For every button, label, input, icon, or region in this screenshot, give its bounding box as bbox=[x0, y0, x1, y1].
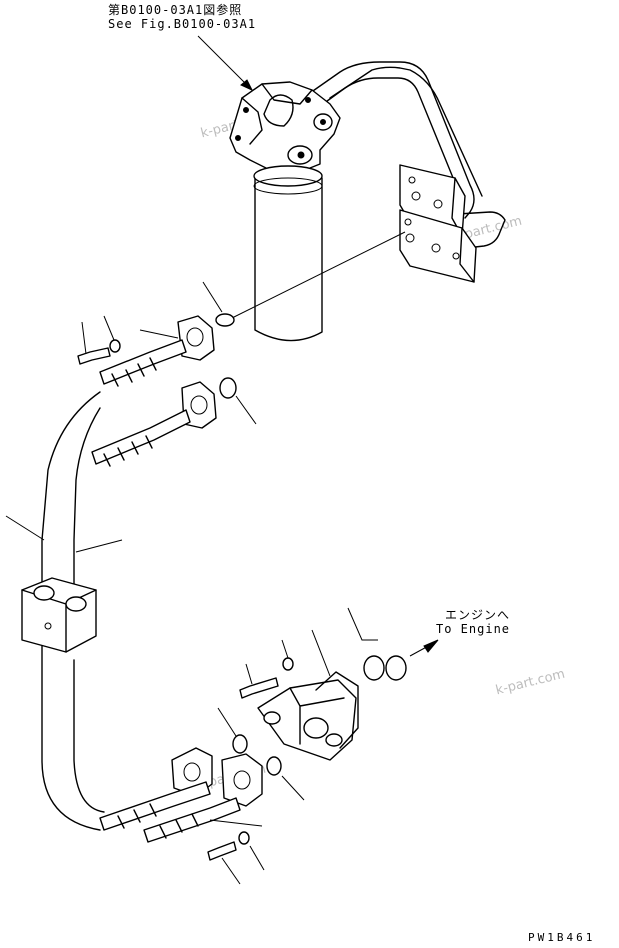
upper-bolt bbox=[77, 315, 121, 365]
second-hose-flange bbox=[91, 377, 257, 467]
reference-note-ja: 第B0100-03A1図参照 bbox=[108, 3, 243, 17]
drawing-code: PW1B461 bbox=[528, 931, 596, 944]
engine-note-ja: エンジンへ bbox=[445, 608, 511, 622]
filter-canister bbox=[253, 165, 323, 342]
reference-leader bbox=[197, 35, 254, 92]
pipe-clamp bbox=[21, 577, 97, 653]
upper-flange-plates bbox=[399, 164, 477, 283]
lower-o-rings bbox=[217, 707, 305, 801]
lower-bolt bbox=[239, 639, 294, 699]
reference-note-en: See Fig.B0100-03A1 bbox=[108, 17, 257, 31]
upper-hose-lines bbox=[299, 61, 506, 249]
lower-flange-block bbox=[257, 629, 359, 761]
bottom-bolt bbox=[207, 819, 265, 885]
filter-head bbox=[229, 81, 341, 173]
upper-hose-flange bbox=[99, 315, 215, 387]
o-ring-upper bbox=[202, 231, 406, 327]
left-pipes bbox=[5, 391, 123, 831]
engine-o-rings bbox=[347, 607, 439, 681]
lower-hose-flanges bbox=[99, 747, 263, 843]
engine-note-en: To Engine bbox=[436, 622, 511, 636]
